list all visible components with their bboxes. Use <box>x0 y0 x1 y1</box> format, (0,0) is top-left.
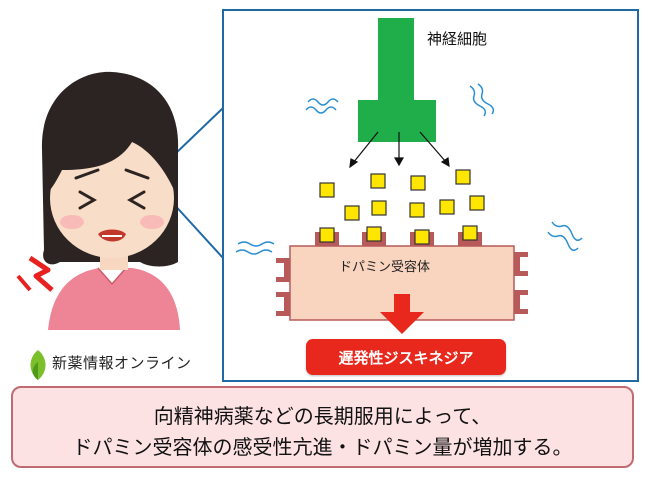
wave-icon <box>469 85 487 117</box>
wave-lines <box>235 83 583 255</box>
leaf-logo-icon <box>30 350 46 380</box>
dopamine-molecule <box>370 173 386 189</box>
caption-line-1: 向精神病薬などの長期服用によって、 <box>153 404 492 428</box>
dopamine-molecule <box>455 169 471 185</box>
wave-icon <box>307 98 339 106</box>
release-arrows <box>349 131 450 169</box>
dopamine-molecule <box>344 205 360 221</box>
shirt <box>48 268 180 330</box>
dopamine-molecule <box>319 182 335 198</box>
receptor-label: ドパミン受容体 <box>339 260 431 275</box>
logo-text: 新薬情報オンライン <box>52 354 192 372</box>
caption-box <box>11 386 634 468</box>
patient-illustration <box>16 71 180 330</box>
dopamine-molecule <box>469 195 485 211</box>
bound-dopamine <box>366 226 382 242</box>
dopamine-molecule <box>439 199 455 215</box>
neuron-terminal <box>358 18 436 142</box>
disorder-badge: 遅発性ジスキネジア <box>306 339 506 375</box>
down-arrow-icon <box>380 294 424 334</box>
caption-line-2: ドパミン受容体の感受性亢進・ドパミン量が増加する。 <box>72 435 573 459</box>
wave-icon <box>237 241 275 247</box>
dopamine-molecule <box>409 202 425 218</box>
bound-dopamine <box>414 229 430 245</box>
dopamine-molecule <box>410 175 426 191</box>
wave-icon <box>547 231 579 251</box>
neuron-label: 神経細胞 <box>427 30 488 48</box>
bound-dopamine <box>462 225 478 241</box>
dopamine-molecule <box>371 200 387 216</box>
bound-dopamine <box>319 227 335 243</box>
dopamine-molecules <box>319 169 485 221</box>
hair-bangs <box>49 110 175 190</box>
pain-mark-icon <box>28 255 54 292</box>
